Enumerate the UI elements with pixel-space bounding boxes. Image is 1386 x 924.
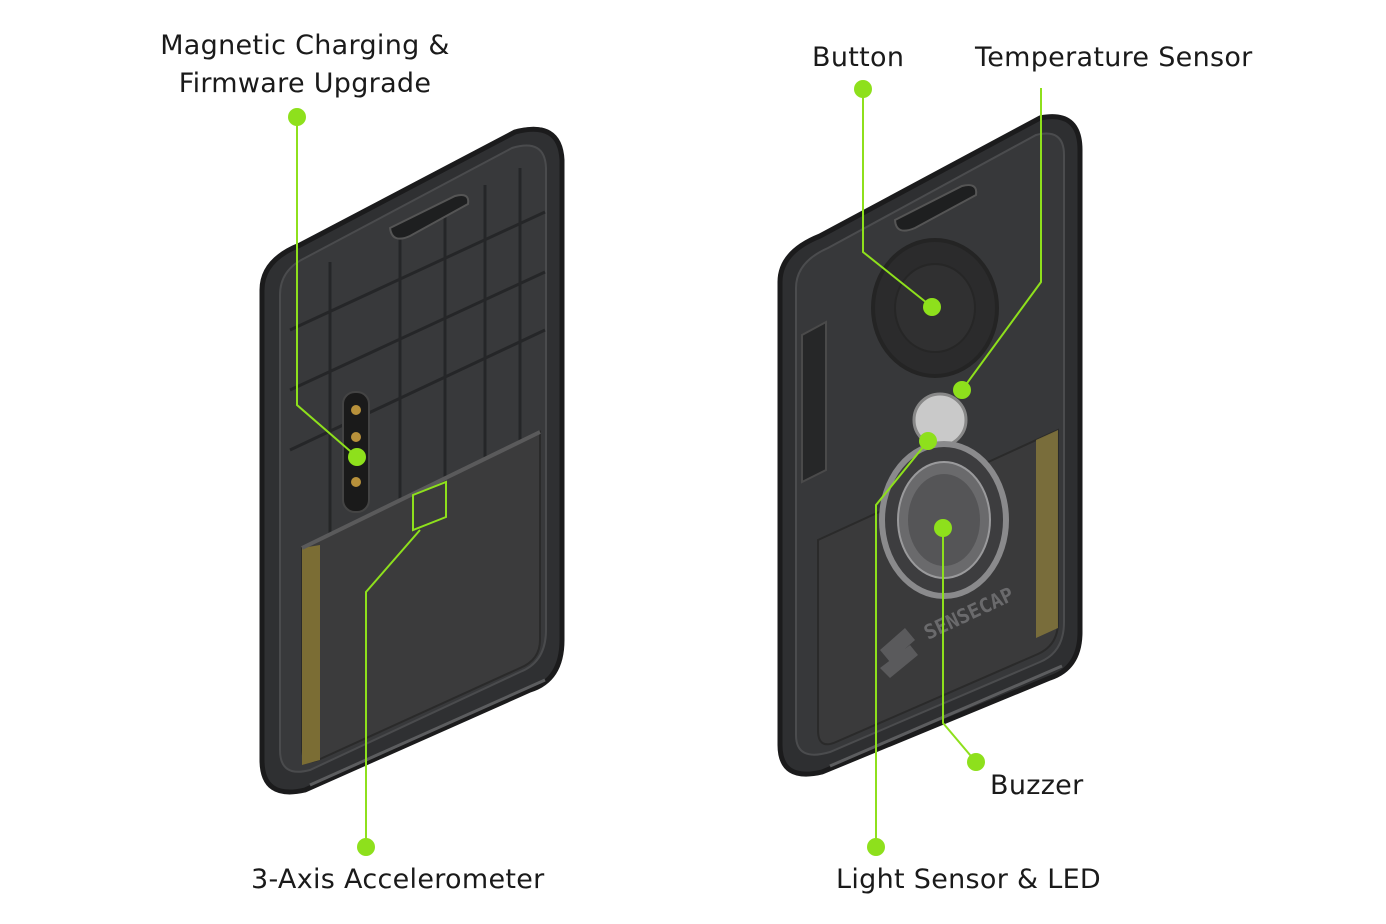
label-light-sensor-led: Light Sensor & LED [836,864,1102,895]
callout-dot-magnetic-target [348,448,366,466]
label-magnetic-charging: Magnetic Charging & Firmware Upgrade [130,27,480,103]
left-device-battery-edge [302,545,320,765]
left-device-accelerometer-box [412,480,447,532]
callout-dot-button-top [854,80,872,98]
label-accelerometer: 3-Axis Accelerometer [251,864,545,895]
callout-dot-light-label [867,838,885,856]
callout-line-light-sensor [875,440,929,847]
callout-dot-buzzer-label [967,753,985,771]
callouts [296,88,1042,847]
right-device-side-rail [801,320,827,484]
left-device-lanyard-slot [388,194,470,240]
callout-line-magnetic-charging [296,117,358,458]
right-device-battery-side [1036,430,1058,638]
callout-dot-magnetic-top [288,108,306,126]
callout-dot-light-target [919,432,937,450]
left-device-frame-grid [289,168,546,540]
label-button: Button [812,42,905,73]
sensecap-logo-mark [880,628,918,678]
callout-line-button [862,89,933,308]
label-magnetic-charging-line2: Firmware Upgrade [178,68,432,99]
label-buzzer: Buzzer [990,770,1084,801]
callout-dots [288,80,985,856]
label-temperature-sensor: Temperature Sensor [975,42,1253,73]
callout-line-accelerometer [365,529,421,847]
label-magnetic-charging-line1: Magnetic Charging & [160,30,450,61]
callout-dot-button-target [923,298,941,316]
callout-line-temperature [961,88,1042,391]
right-device-lanyard-slot [893,184,978,232]
callout-dot-accelerometer [357,838,375,856]
callout-dot-buzzer-target [934,519,952,537]
left-device-battery-top-edge [301,430,541,550]
left-device [259,126,565,795]
callout-dot-temperature-target [953,381,971,399]
callout-line-buzzer [942,528,977,763]
